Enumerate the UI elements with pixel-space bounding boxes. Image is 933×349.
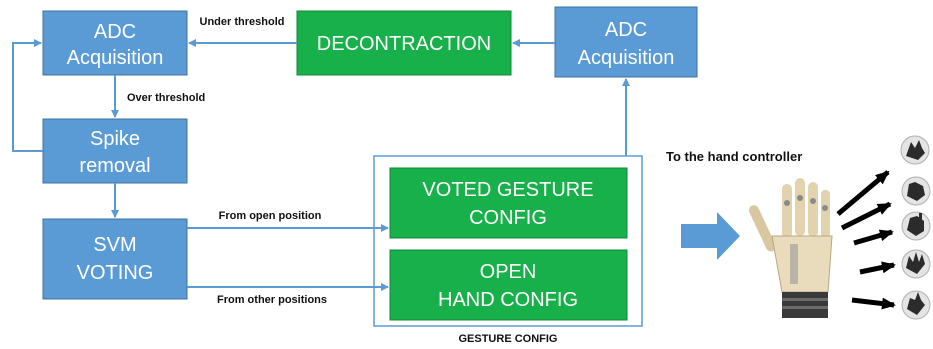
voted-line2: CONFIG [469,207,547,229]
svm-line2: VOTING [77,262,154,284]
under-threshold-label: Under threshold [200,16,285,28]
hand-gesture-icon [900,135,930,165]
hand-gesture-icon [901,176,931,206]
svm-line1: SVM [93,234,136,256]
adc-left-line1: ADC [94,21,136,43]
robotic-hand-image [748,178,833,318]
svm-voting-box: SVM VOTING [42,218,188,300]
gesture-arrow-4 [859,261,896,275]
open-hand-config-box: OPEN HAND CONFIG [389,249,628,321]
open-line2: HAND CONFIG [438,289,578,311]
open-line1: OPEN [480,261,537,283]
adc-right-line2: Acquisition [578,47,675,69]
from-other-positions-label: From other positions [217,294,327,306]
decontraction-label: DECONTRACTION [317,33,491,55]
gesture-arrow-3 [853,229,894,246]
adc-right-line1: ADC [605,19,647,41]
to-hand-controller-label: To the hand controller [666,149,802,164]
hand-gesture-icon [901,211,931,241]
voted-line1: VOTED GESTURE [422,179,593,201]
over-threshold-label: Over threshold [127,92,205,104]
adc-acquisition-left-box: ADC Acquisition [42,10,188,76]
gesture-config-label: GESTURE CONFIG [458,333,557,345]
from-open-position-label: From open position [219,210,322,222]
hand-gesture-icon [901,249,931,279]
decontraction-box: DECONTRACTION [296,10,512,76]
hand-gesture-icon [901,290,931,320]
spike-removal-box: Spike removal [42,118,188,184]
arrow-spike-loop-to-adc [12,39,43,152]
big-right-arrow [681,212,740,260]
adc-acquisition-right-box: ADC Acquisition [554,6,698,78]
gesture-arrow-2 [840,201,892,231]
spike-line2: removal [79,155,150,177]
spike-line1: Spike [90,128,140,150]
gesture-arrow-1 [836,170,890,216]
voted-gesture-config-box: VOTED GESTURE CONFIG [389,167,628,239]
adc-left-line2: Acquisition [67,47,164,69]
gesture-arrow-5 [851,297,896,310]
